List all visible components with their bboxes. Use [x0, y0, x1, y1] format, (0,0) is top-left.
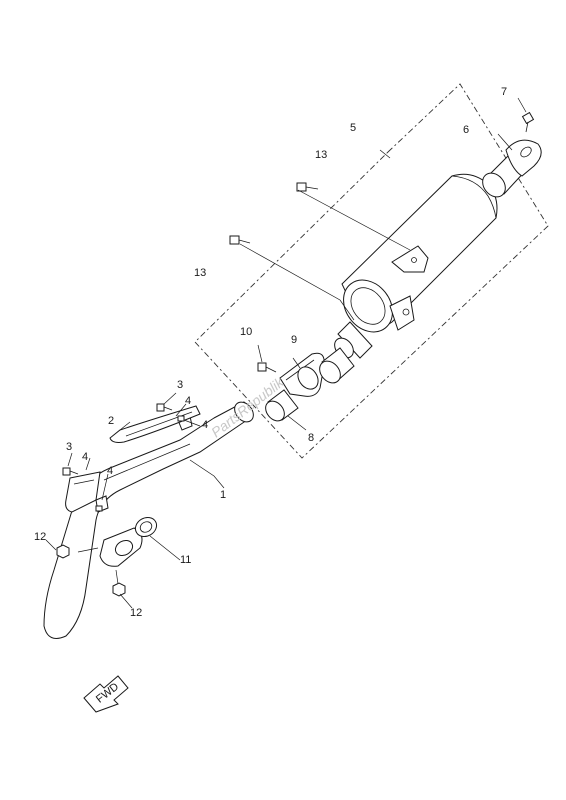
gasket-8[interactable]	[262, 389, 299, 425]
callout-2: 2	[108, 415, 114, 427]
callout-labels: 1 2 3 3 4 4 4 4 5 6 7 8 9 10 11 12 12 13…	[34, 86, 507, 619]
callout-12-lower: 12	[130, 607, 142, 619]
callout-4-a: 4	[185, 395, 191, 407]
screw-3-lower[interactable]	[62, 467, 79, 476]
callout-4-c: 4	[82, 451, 88, 463]
clamp[interactable]	[279, 352, 325, 397]
callout-9: 9	[291, 334, 297, 346]
forward-direction-arrow: FWD	[83, 675, 129, 713]
bolt-13-upper[interactable]	[296, 182, 319, 192]
callout-10: 10	[240, 326, 252, 338]
callout-8: 8	[308, 432, 314, 444]
collar-4-a[interactable]	[177, 415, 185, 422]
collar-4-b[interactable]	[95, 505, 103, 512]
bolt-10[interactable]	[257, 362, 277, 373]
callout-12-upper: 12	[34, 531, 46, 543]
nut-12-lower[interactable]	[112, 582, 126, 597]
bolt-13-lower[interactable]	[229, 235, 251, 245]
tail-pipe[interactable]	[478, 139, 542, 201]
heat-protector-lower[interactable]	[65, 471, 101, 513]
muffler[interactable]	[331, 173, 498, 361]
muffler-assembly-boundary	[194, 83, 549, 459]
callout-6: 6	[463, 124, 469, 136]
leader-lines	[45, 97, 527, 609]
callout-3-upper: 3	[177, 379, 183, 391]
callout-4-b: 4	[202, 419, 208, 431]
callout-4-d: 4	[107, 465, 113, 477]
callout-1: 1	[220, 489, 226, 501]
callout-13-upper: 13	[315, 149, 327, 161]
exhaust-flange[interactable]	[99, 527, 143, 567]
callout-13-lower: 13	[194, 267, 206, 279]
screw-3-upper[interactable]	[156, 403, 173, 412]
bolt-7[interactable]	[521, 111, 535, 133]
exhaust-pipe[interactable]	[43, 398, 257, 639]
gasket-11[interactable]	[132, 514, 160, 541]
joint-sleeve[interactable]	[315, 347, 355, 387]
callout-5: 5	[350, 122, 356, 134]
callout-11: 11	[180, 554, 191, 566]
callout-3-lower: 3	[66, 441, 72, 453]
nut-12-upper[interactable]	[56, 544, 70, 559]
callout-7: 7	[501, 86, 507, 98]
